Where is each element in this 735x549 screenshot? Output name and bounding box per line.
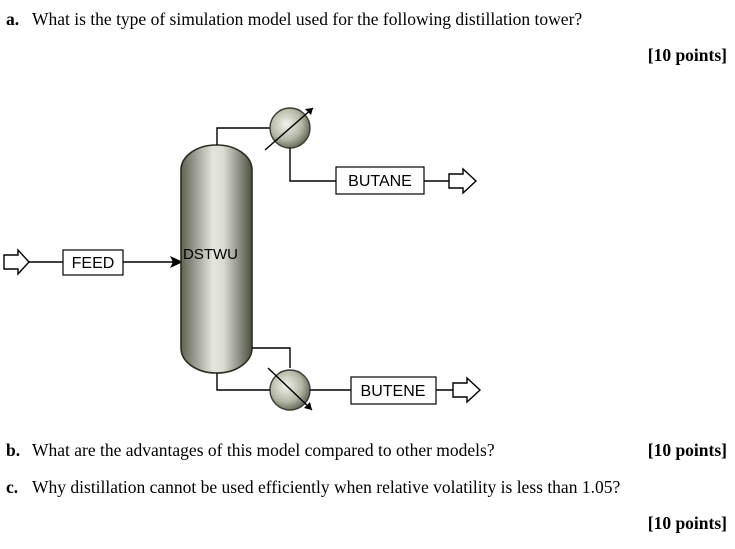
question-a-letter: a. [6,9,20,29]
feed-arrowhead-icon [170,256,183,268]
question-a-points: [10 points] [647,45,727,65]
butene-label: BUTENE [361,383,426,400]
reboiler-return-line [216,373,270,391]
distillate-line [289,148,336,182]
reboiler-icon [267,367,313,411]
question-b-text: What are the advantages of this model co… [32,440,495,460]
butene-outlet-arrow-icon [452,376,482,404]
question-a: a. What is the type of simulation model u… [6,8,582,30]
condenser-icon [264,107,314,151]
butane-outlet-arrow-icon [448,167,478,195]
question-c-text: Why distillation cannot be used efficien… [32,477,621,497]
butane-label: BUTANE [348,173,412,190]
question-c-points: [10 points] [647,513,727,533]
question-c-letter: c. [6,477,19,497]
question-b: b. What are the advantages of this model … [6,439,495,461]
question-a-text: What is the type of simulation model use… [32,9,583,29]
butane-label-box [335,166,425,195]
bottoms-liquid-line [252,347,291,368]
butene-label-box [350,376,437,405]
feed-label: FEED [72,255,115,272]
feed-inlet-arrow-icon [3,248,30,276]
block-label: DSTWU [183,246,238,263]
overhead-vapor-line [216,127,285,145]
question-b-letter: b. [6,440,21,460]
question-c: c. Why distillation cannot be used effici… [6,476,620,498]
distillation-flowsheet: FEED DSTWU BUTANE BUTENE [3,107,482,411]
question-b-points: [10 points] [647,440,727,460]
